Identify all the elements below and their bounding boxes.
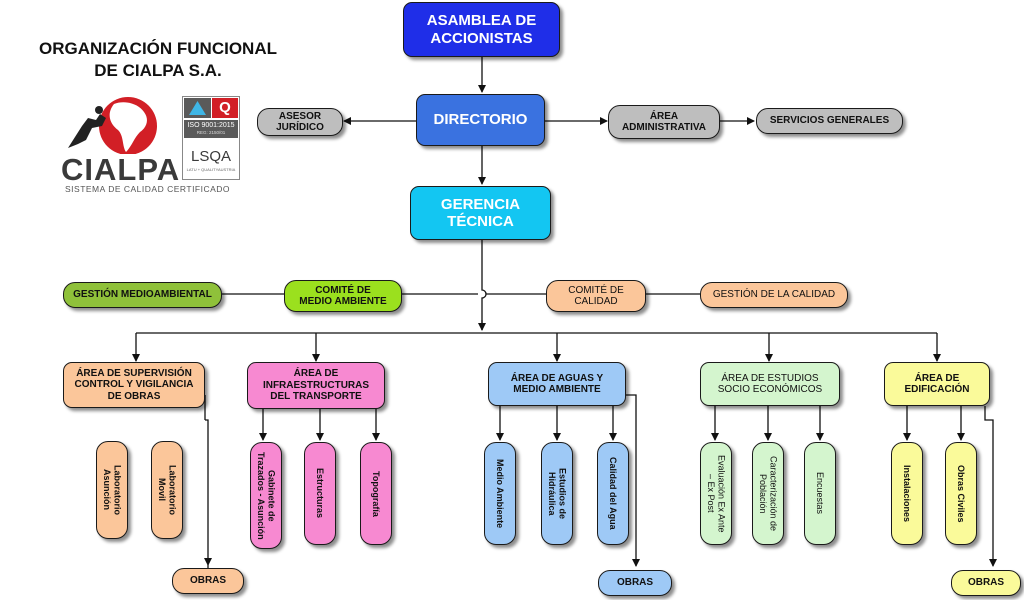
cert-reg: REG: 2150/01: [196, 130, 226, 135]
area-supervision-box: ÁREA DE SUPERVISIÓN CONTROL Y VIGILANCIA…: [63, 362, 205, 408]
estudios-hidraulica-box: Estudios de Hidráulica: [541, 442, 573, 545]
laboratorio-movil-box: Laboratorio Movil: [151, 441, 183, 539]
certification-badge: Q ISO 9001:2015 REG: 2150/01 LSQA LATU +…: [182, 96, 240, 180]
area-infraestructuras-box: ÁREA DE INFRAESTRUCTURAS DEL TRANSPORTE: [247, 362, 385, 409]
area-edificacion-box: ÁREA DE EDIFICACIÓN: [884, 362, 990, 406]
topografia-box: Topografía: [360, 442, 392, 545]
area-administrativa-box: ÁREA ADMINISTRATIVA: [608, 105, 720, 139]
estructuras-box: Estructuras: [304, 442, 336, 545]
cert-letter: Q: [219, 99, 231, 116]
caracterizacion-box: Caracterización de Población: [752, 442, 784, 545]
cert-brand: LSQA: [190, 148, 232, 165]
laboratorio-asuncion-box: Laboratorio Asunción: [96, 441, 128, 539]
asamblea-accionistas-box: ASAMBLEA DE ACCIONISTAS: [403, 2, 560, 57]
logo-name: CIALPA: [61, 152, 181, 187]
obras-box-edificacion: OBRAS: [951, 570, 1021, 596]
comite-medio-ambiente-box: COMITÉ DE MEDIO AMBIENTE: [284, 280, 402, 312]
comite-calidad-box: COMITÉ DE CALIDAD: [546, 280, 646, 312]
area-estudios-box: ÁREA DE ESTUDIOS SOCIO ECONÓMICOS: [700, 362, 840, 406]
gerencia-tecnica-box: GERENCIA TÉCNICA: [410, 186, 551, 240]
medio-ambiente-box: Medio Ambiente: [484, 442, 516, 545]
area-aguas-box: ÁREA DE AGUAS Y MEDIO AMBIENTE: [488, 362, 626, 406]
instalaciones-box: Instalaciones: [891, 442, 923, 545]
calidad-agua-box: Calidad del Agua: [597, 442, 629, 545]
page-title: ORGANIZACIÓN FUNCIONAL DE CIALPA S.A.: [39, 39, 277, 81]
gabinete-trazados-box: Gabinete de Trazados - Asunción: [250, 442, 282, 549]
cert-sub: LATU + QUALITYAUSTRIA: [186, 167, 236, 172]
lsqa-cert-icon: [182, 96, 240, 180]
cialpa-logo-icon: [68, 97, 157, 154]
evaluacion-box: Evaluación Ex Ante – Ex Post: [700, 442, 732, 545]
obras-civiles-box: Obras Civiles: [945, 442, 977, 545]
directorio-box: DIRECTORIO: [416, 94, 545, 146]
cert-iso: ISO 9001:2015: [187, 122, 235, 129]
gestion-calidad-box: GESTIÓN DE LA CALIDAD: [700, 282, 848, 308]
obras-box-aguas: OBRAS: [598, 570, 672, 596]
obras-box-supervision: OBRAS: [172, 568, 244, 594]
servicios-generales-box: SERVICIOS GENERALES: [756, 108, 903, 134]
logo-tagline: SISTEMA DE CALIDAD CERTIFICADO: [65, 184, 231, 194]
gestion-medioambiental-box: GESTIÓN MEDIOAMBIENTAL: [63, 282, 222, 308]
asesor-juridico-box: ASESOR JURÍDICO: [257, 108, 343, 136]
encuestas-box: Encuestas: [804, 442, 836, 545]
